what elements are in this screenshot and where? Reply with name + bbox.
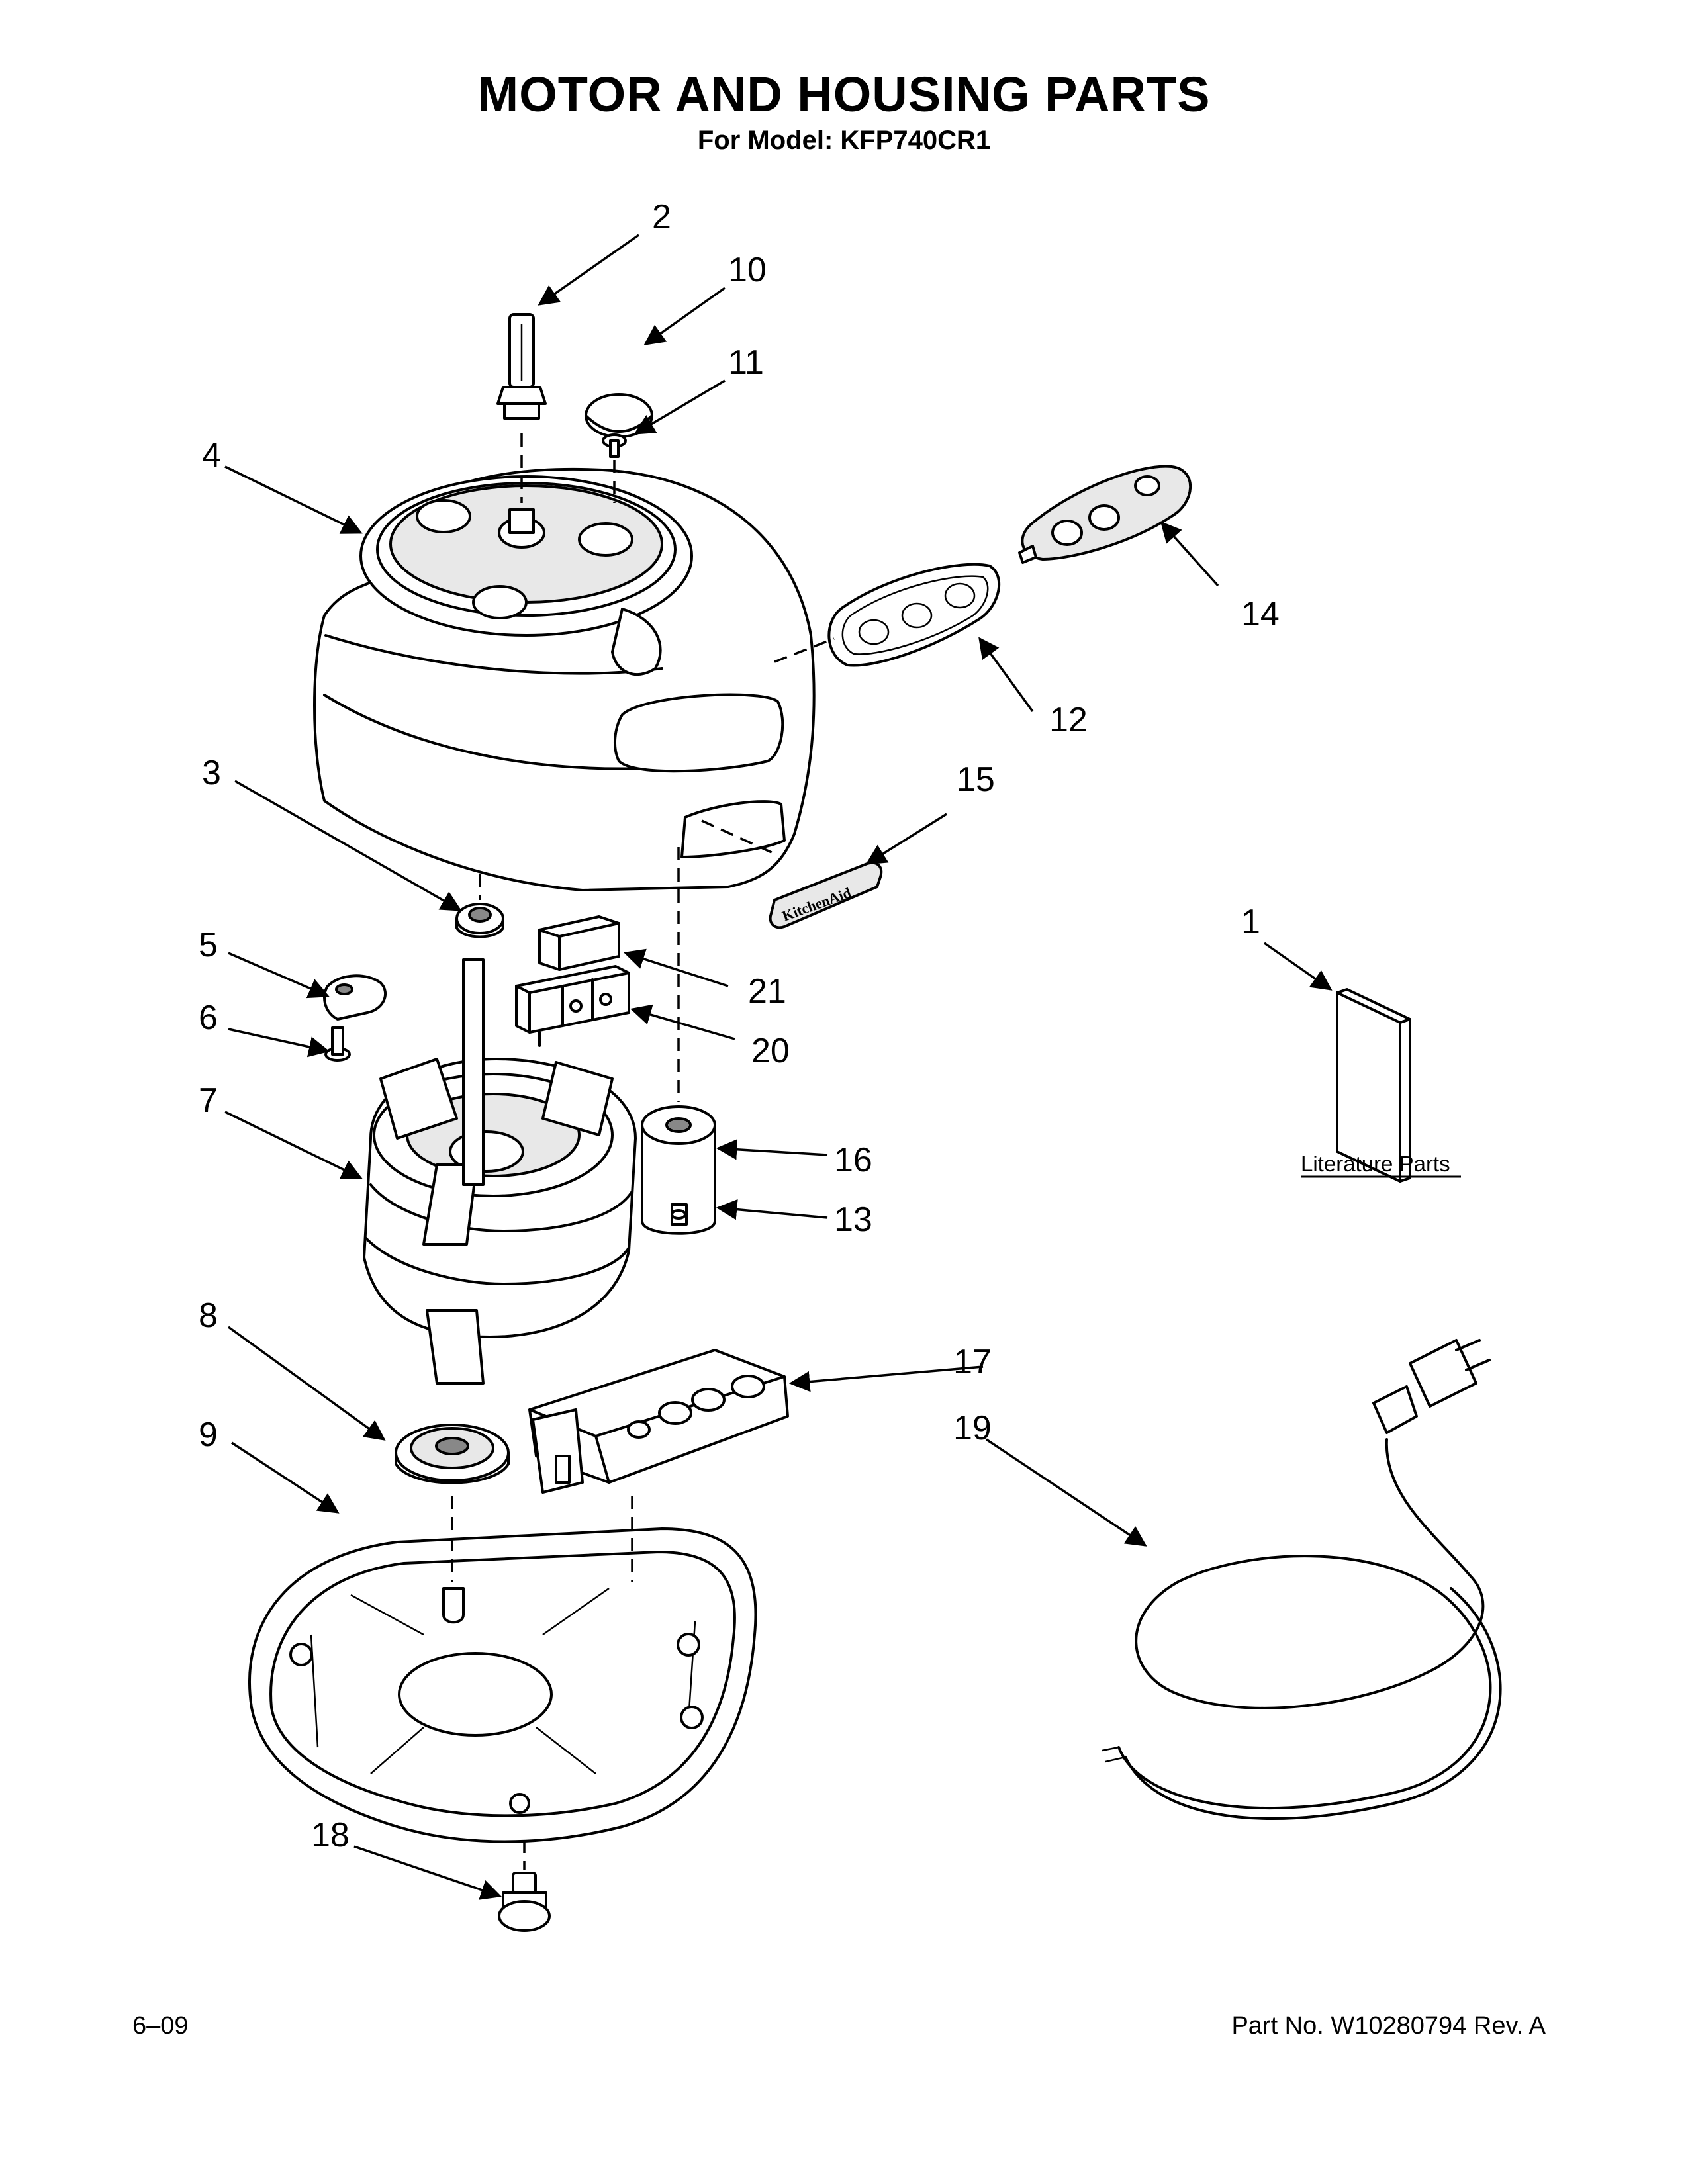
part-5-clip[interactable] — [323, 974, 387, 1021]
part-7-motor[interactable] — [363, 958, 637, 1385]
callout-19: 19 — [953, 1409, 992, 1447]
callout-11: 11 — [728, 343, 764, 382]
part-20-switch-block[interactable] — [515, 965, 630, 1047]
part-9-base[interactable] — [248, 1527, 757, 1843]
callout-15: 15 — [957, 760, 995, 799]
callout-16: 16 — [834, 1141, 872, 1179]
part-15-badge[interactable]: KitchenAid — [769, 861, 883, 929]
model-subtitle: For Model: KFP740CR1 — [697, 126, 991, 155]
callout-21: 21 — [748, 972, 786, 1011]
part-17-switch-assembly[interactable] — [528, 1349, 789, 1494]
part-19-power-cord[interactable] — [1102, 1339, 1502, 1821]
callout-17: 17 — [953, 1343, 992, 1381]
callout-13: 13 — [834, 1201, 872, 1239]
callout-numbers: 2 10 11 4 14 12 3 15 1 21 20 5 6 7 16 13… — [199, 198, 1280, 1854]
part-3-bearing[interactable] — [455, 903, 504, 938]
part-12-switch-gasket[interactable] — [827, 563, 1001, 667]
part-1-literature[interactable] — [1336, 988, 1411, 1183]
callout-1: 1 — [1241, 903, 1260, 941]
footer-part-number: Part No. W10280794 Rev. A — [1231, 2012, 1546, 2040]
part-18-foot[interactable] — [498, 1872, 551, 1932]
callout-18: 18 — [311, 1816, 350, 1854]
part-8-motor-mount[interactable] — [395, 1424, 510, 1484]
projection-lines — [451, 433, 835, 1870]
part-13-brush[interactable] — [641, 1198, 716, 1235]
leader-arrows — [224, 234, 1333, 1900]
callout-14: 14 — [1241, 595, 1280, 633]
callout-5: 5 — [199, 926, 218, 964]
part-11-screw[interactable] — [602, 433, 627, 458]
callout-9: 9 — [199, 1416, 218, 1454]
callout-2: 2 — [652, 198, 671, 236]
part-4-motor-housing[interactable] — [313, 468, 816, 891]
callout-4: 4 — [202, 436, 221, 475]
footer-date: 6–09 — [132, 2012, 189, 2040]
callout-10: 10 — [728, 251, 767, 289]
callout-7: 7 — [199, 1081, 218, 1120]
part-14-switch-overlay[interactable] — [1018, 465, 1192, 564]
part-16-brush-holder[interactable] — [641, 1105, 716, 1214]
callout-20: 20 — [751, 1032, 790, 1070]
callout-12: 12 — [1049, 701, 1088, 739]
literature-parts-label: Literature Parts — [1301, 1152, 1450, 1176]
part-2-drive-coupler[interactable] — [496, 313, 547, 420]
part-21-switch-cover[interactable] — [538, 915, 620, 971]
callout-3: 3 — [202, 754, 221, 792]
callout-8: 8 — [199, 1297, 218, 1335]
page-title: MOTOR AND HOUSING PARTS — [477, 67, 1211, 122]
part-6-screw[interactable] — [324, 1026, 351, 1062]
callout-6: 6 — [199, 999, 218, 1037]
